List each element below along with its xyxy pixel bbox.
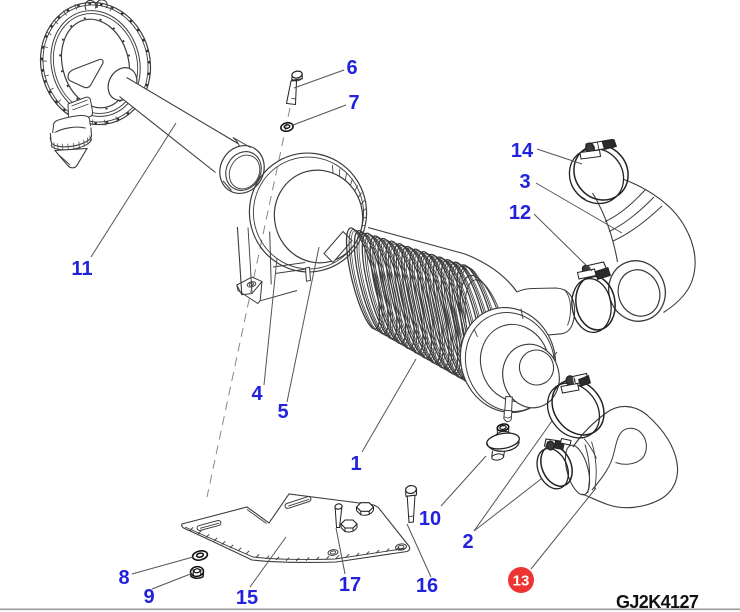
svg-text:10: 10 [419,508,441,530]
svg-text:3: 3 [519,171,530,193]
svg-text:15: 15 [236,587,258,609]
svg-text:1: 1 [350,453,361,475]
svg-text:2: 2 [462,531,473,553]
svg-text:16: 16 [416,575,438,597]
svg-text:11: 11 [71,258,92,280]
svg-text:7: 7 [348,92,359,114]
svg-text:5: 5 [277,401,288,423]
svg-text:GJ2K4127: GJ2K4127 [616,592,699,612]
svg-text:8: 8 [118,567,129,589]
svg-text:6: 6 [346,57,357,79]
svg-text:9: 9 [143,586,154,608]
svg-text:12: 12 [509,202,531,224]
svg-text:17: 17 [339,574,361,596]
svg-text:13: 13 [513,573,530,590]
svg-text:14: 14 [511,140,534,162]
svg-text:4: 4 [251,383,263,405]
